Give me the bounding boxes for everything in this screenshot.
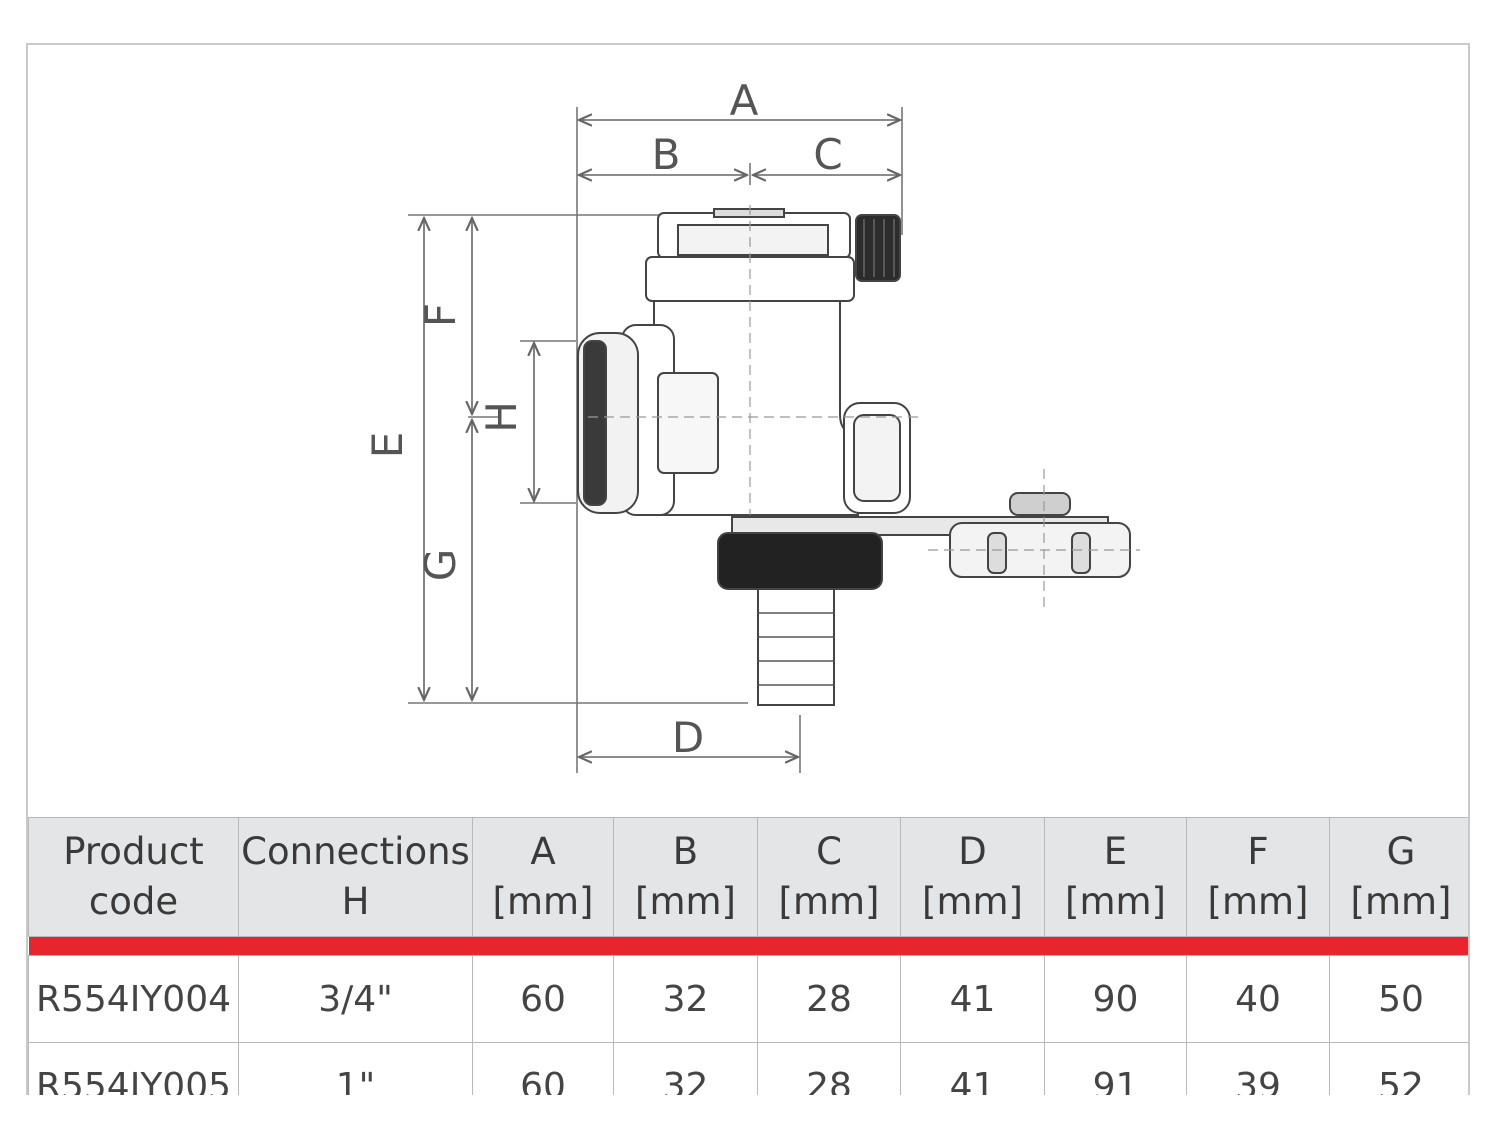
dim-label-D: D	[672, 713, 704, 762]
dim-label-F: F	[416, 303, 465, 327]
dimension-lines	[424, 120, 900, 757]
valve-dimension-drawing: A B C D E F G H	[363, 76, 1140, 773]
cell-c: 28	[757, 1042, 901, 1095]
accent-bar	[28, 936, 1468, 956]
cell-b: 32	[613, 1042, 758, 1095]
dim-label-C: C	[813, 130, 842, 179]
dim-label-A: A	[730, 76, 759, 125]
col-header-b: B[mm]	[613, 817, 758, 937]
col-header-a: A[mm]	[472, 817, 614, 937]
cell-f: 40	[1186, 955, 1330, 1043]
dimension-labels: A B C D E F G H	[363, 76, 843, 762]
cell-g: 52	[1329, 1042, 1468, 1095]
center-lines	[588, 205, 1140, 611]
valve-body-illustration	[577, 208, 1131, 706]
cell-connection: 1"	[238, 1042, 473, 1095]
cell-b: 32	[613, 955, 758, 1043]
dim-label-E: E	[363, 432, 412, 459]
cell-connection: 3/4"	[238, 955, 473, 1043]
cell-c: 28	[757, 955, 901, 1043]
col-header-f: F[mm]	[1186, 817, 1330, 937]
dim-label-H: H	[477, 401, 526, 433]
col-header-d: D[mm]	[900, 817, 1045, 937]
cell-d: 41	[900, 955, 1045, 1043]
col-header-e: E[mm]	[1044, 817, 1187, 937]
cell-product-code: R554IY004	[28, 955, 239, 1043]
cell-g: 50	[1329, 955, 1468, 1043]
cell-a: 60	[472, 955, 614, 1043]
table-row: R554IY005 1" 60 32 28 41 91 39 52	[28, 1042, 1468, 1095]
cell-f: 39	[1186, 1042, 1330, 1095]
cell-e: 90	[1044, 955, 1187, 1043]
cell-d: 41	[900, 1042, 1045, 1095]
cell-a: 60	[472, 1042, 614, 1095]
product-sheet-frame: A B C D E F G H	[26, 43, 1470, 1095]
cell-e: 91	[1044, 1042, 1187, 1095]
dim-label-B: B	[652, 130, 681, 179]
cell-product-code: R554IY005	[28, 1042, 239, 1095]
col-header-g: G[mm]	[1329, 817, 1468, 937]
col-header-c: C[mm]	[757, 817, 901, 937]
dim-label-G: G	[416, 549, 465, 582]
table-row: R554IY004 3/4" 60 32 28 41 90 40 50	[28, 955, 1468, 1043]
